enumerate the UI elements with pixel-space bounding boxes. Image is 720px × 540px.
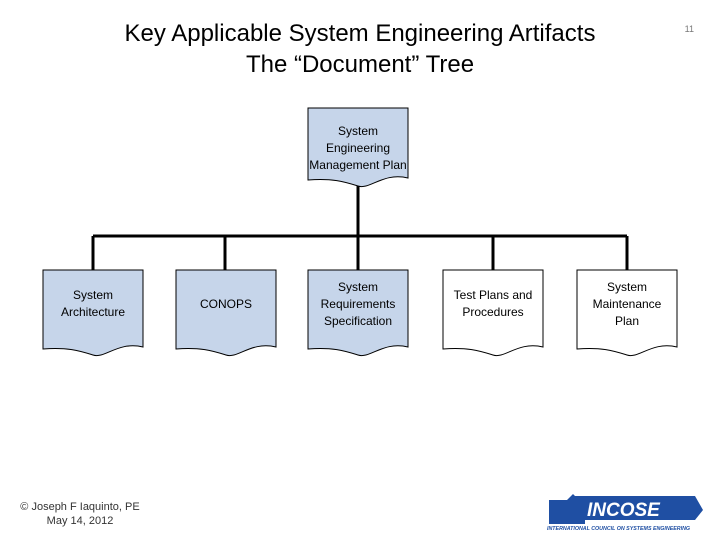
document-shape-system-requirements [307,269,409,357]
root-node-label: System Engineering Management Plan [309,123,407,172]
footer-date: May 14, 2012 [46,515,114,527]
child-node-label-4: Test Plans and Procedures [453,288,533,319]
footer-credit: © Joseph F Iaquinto, PE May 14, 2012 [10,500,150,528]
slide-title: Key Applicable System Engineering Artifa… [60,18,660,80]
root-document-shape [307,107,409,188]
title-line-2: The “Document” Tree [245,51,475,78]
incose-logo: INCOSE INTERNATIONAL COUNCIL ON SYSTEMS … [547,494,703,532]
title-line-1: Key Applicable System Engineering Artifa… [124,20,596,47]
tree-connectors [91,186,629,270]
child-node-label-3: System Requirements Specification [320,279,396,328]
document-shape-system-architecture [42,269,144,357]
logo-wordmark: INCOSE [587,500,661,521]
child-node-label-1: System Architecture [60,288,126,319]
document-shape-maintenance-plan [576,269,678,357]
page-number: 11 [684,24,694,34]
footer-author: © Joseph F Iaquinto, PE [20,501,140,513]
document-shape-test-plans [442,269,544,357]
logo-tagline: INTERNATIONAL COUNCIL ON SYSTEMS ENGINEE… [547,526,690,532]
document-shape-conops [175,269,277,357]
logo-banner [573,496,703,520]
child-node-label-5: System Maintenance Plan [592,279,662,328]
child-node-label-2: CONOPS [199,296,252,311]
